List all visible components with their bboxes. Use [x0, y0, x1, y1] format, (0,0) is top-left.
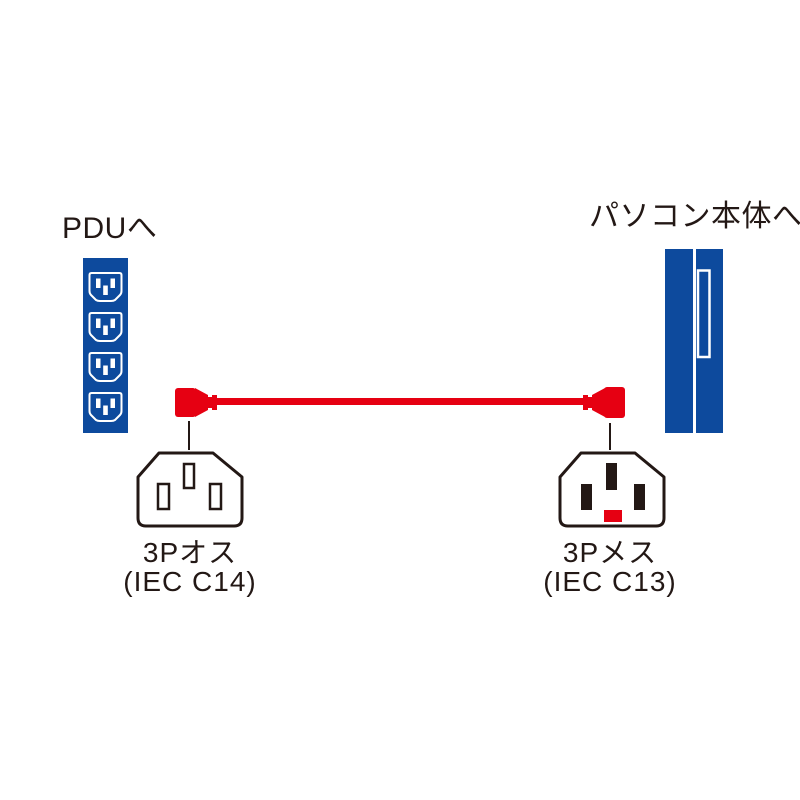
- c14-standard: (IEC C14): [123, 566, 257, 597]
- c13-label: 3Pメス: [562, 537, 658, 568]
- c14-connector-icon: [136, 451, 244, 528]
- pc-caption: パソコン本体へ: [589, 200, 800, 233]
- pdu-caption: PDUへ: [62, 212, 158, 245]
- c13-label-group: 3Pメス (IEC C13): [510, 538, 710, 596]
- c13-standard: (IEC C13): [543, 566, 677, 597]
- pdu-strip-graphic: [83, 258, 128, 433]
- c14-label: 3Pオス: [142, 537, 238, 568]
- leader-line-left: [188, 421, 190, 450]
- pc-tower-graphic: [665, 249, 723, 433]
- c13-connector-icon: [558, 451, 666, 528]
- power-cable-graphic: [175, 387, 625, 418]
- c14-label-group: 3Pオス (IEC C14): [90, 538, 290, 596]
- leader-line-right: [609, 423, 611, 450]
